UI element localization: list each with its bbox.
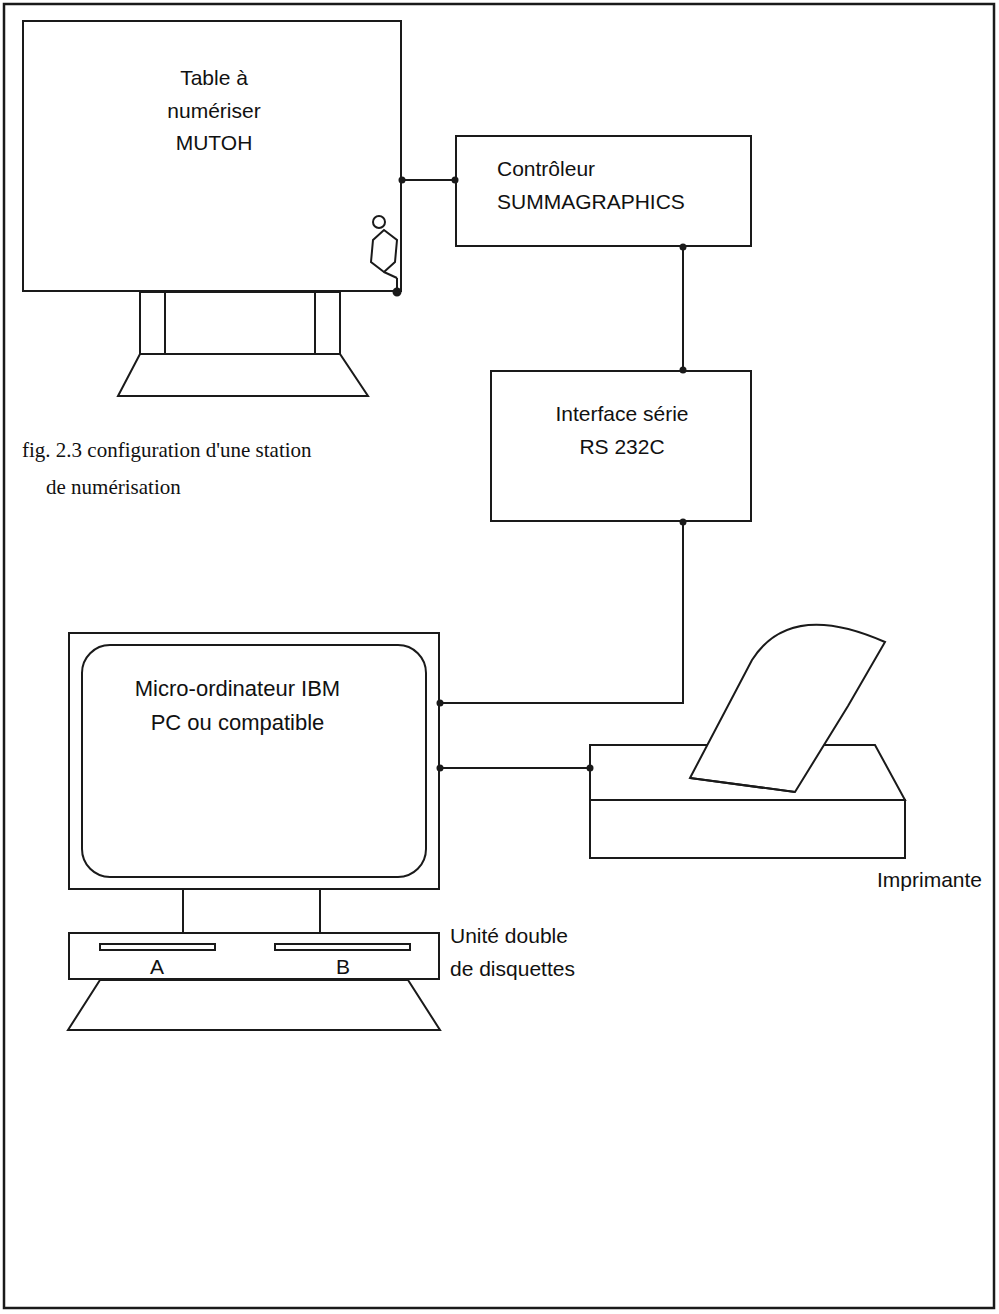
drive-letter: A [150, 954, 164, 979]
connector-dot [680, 244, 687, 251]
cable-line [440, 767, 590, 769]
table-stand [118, 292, 368, 396]
cable-line [402, 179, 455, 181]
monitor-screen [70, 634, 438, 888]
connector-dot [437, 765, 444, 772]
cable-line [682, 247, 684, 370]
device-box: Table à numériser MUTOH [22, 20, 402, 292]
device-box: Interface série RS 232C [490, 370, 752, 522]
connector-dot [680, 519, 687, 526]
connector-dot [399, 177, 406, 184]
device-label: Unité double de disquettes [450, 920, 595, 985]
device-label: Imprimante [840, 864, 982, 897]
floppy-slot [100, 944, 410, 950]
device-box: Unité double de disquettes [68, 932, 440, 980]
drive-letter: B [336, 954, 350, 979]
figure-frame [4, 4, 994, 1308]
device-label: Table à numériser MUTOH [151, 62, 277, 160]
digitizer-puck [371, 216, 401, 296]
device-box: Contrôleur SUMMAGRAPHICS [455, 135, 752, 247]
connector-dot [587, 765, 594, 772]
device-box: Micro-ordinateur IBM PC ou compatible [68, 632, 440, 890]
device-label: Interface série RS 232C [542, 398, 702, 463]
device-label: Contrôleur SUMMAGRAPHICS [497, 153, 712, 218]
computer-stand [68, 890, 440, 1030]
figure-caption: fig. 2.3 configuration d'une station de … [22, 432, 322, 506]
device-label: Micro-ordinateur IBM PC ou compatible [130, 672, 345, 740]
cable-line [440, 522, 683, 703]
device-box: Imprimante [590, 742, 990, 907]
printer-symbol [590, 625, 905, 858]
connector-dot [437, 700, 444, 707]
